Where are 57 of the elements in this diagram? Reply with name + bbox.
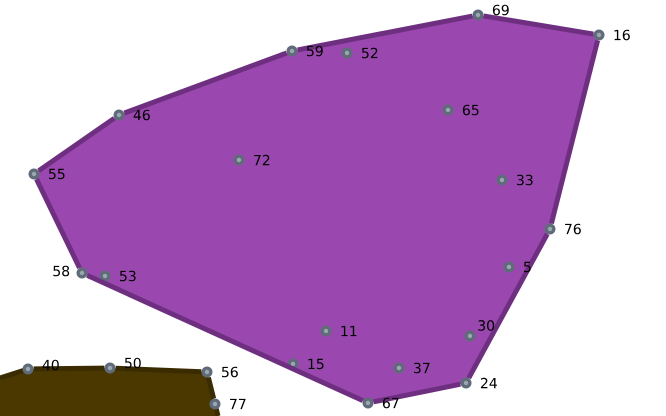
hull-edge xyxy=(123,50,288,116)
point-label: 77 xyxy=(230,398,246,410)
hull-edge xyxy=(373,382,461,404)
point-marker xyxy=(288,358,298,370)
point-marker xyxy=(342,48,352,58)
point-label: 55 xyxy=(48,168,64,180)
hull-edge xyxy=(483,13,594,37)
point-label: 50 xyxy=(124,358,141,368)
point-marker xyxy=(394,362,404,374)
point-marker xyxy=(234,154,244,166)
point-label: 69 xyxy=(492,4,509,16)
point-label: 59 xyxy=(306,46,323,56)
point-label: 37 xyxy=(414,362,430,374)
point-marker xyxy=(100,270,110,282)
point-marker xyxy=(104,362,116,374)
hull-edge xyxy=(466,232,550,380)
hull-edge xyxy=(116,366,202,374)
point-label: 46 xyxy=(134,110,150,120)
point-marker xyxy=(544,224,556,234)
point-marker xyxy=(320,326,332,336)
hull-edge xyxy=(297,14,473,52)
point-label: 67 xyxy=(382,398,399,408)
point-marker xyxy=(362,398,374,408)
point-label: 58 xyxy=(53,266,70,276)
point-label: 76 xyxy=(565,224,581,234)
point-marker xyxy=(202,366,212,378)
point-label: 11 xyxy=(341,326,356,336)
hull-edge xyxy=(37,116,116,173)
hull-edge xyxy=(34,178,82,269)
point-label: 56 xyxy=(222,366,238,378)
point-label: 33 xyxy=(516,174,533,186)
point-marker xyxy=(496,174,508,186)
point-marker xyxy=(28,168,40,180)
point-label: 65 xyxy=(462,104,478,116)
point-marker xyxy=(472,10,484,20)
point-marker xyxy=(504,262,514,272)
hull-edge xyxy=(86,273,364,403)
hull-edge xyxy=(206,376,216,400)
point-label: 72 xyxy=(254,154,270,166)
point-label: 52 xyxy=(362,48,378,58)
point-marker xyxy=(286,46,298,56)
point-marker xyxy=(464,330,476,342)
hull-edge xyxy=(548,40,600,224)
point-label: 16 xyxy=(614,30,630,40)
point-marker xyxy=(442,104,454,116)
hull-edge xyxy=(34,366,104,372)
point-marker xyxy=(594,30,604,40)
point-label: 30 xyxy=(478,320,494,331)
point-marker xyxy=(460,378,472,388)
point-marker xyxy=(114,110,124,120)
point-marker xyxy=(22,364,34,374)
point-marker xyxy=(210,398,220,410)
point-label: 5 xyxy=(524,262,531,272)
point-marker xyxy=(76,268,88,278)
point-label: 53 xyxy=(120,270,136,282)
point-label: 24 xyxy=(480,378,497,388)
point-label: 15 xyxy=(308,358,324,370)
